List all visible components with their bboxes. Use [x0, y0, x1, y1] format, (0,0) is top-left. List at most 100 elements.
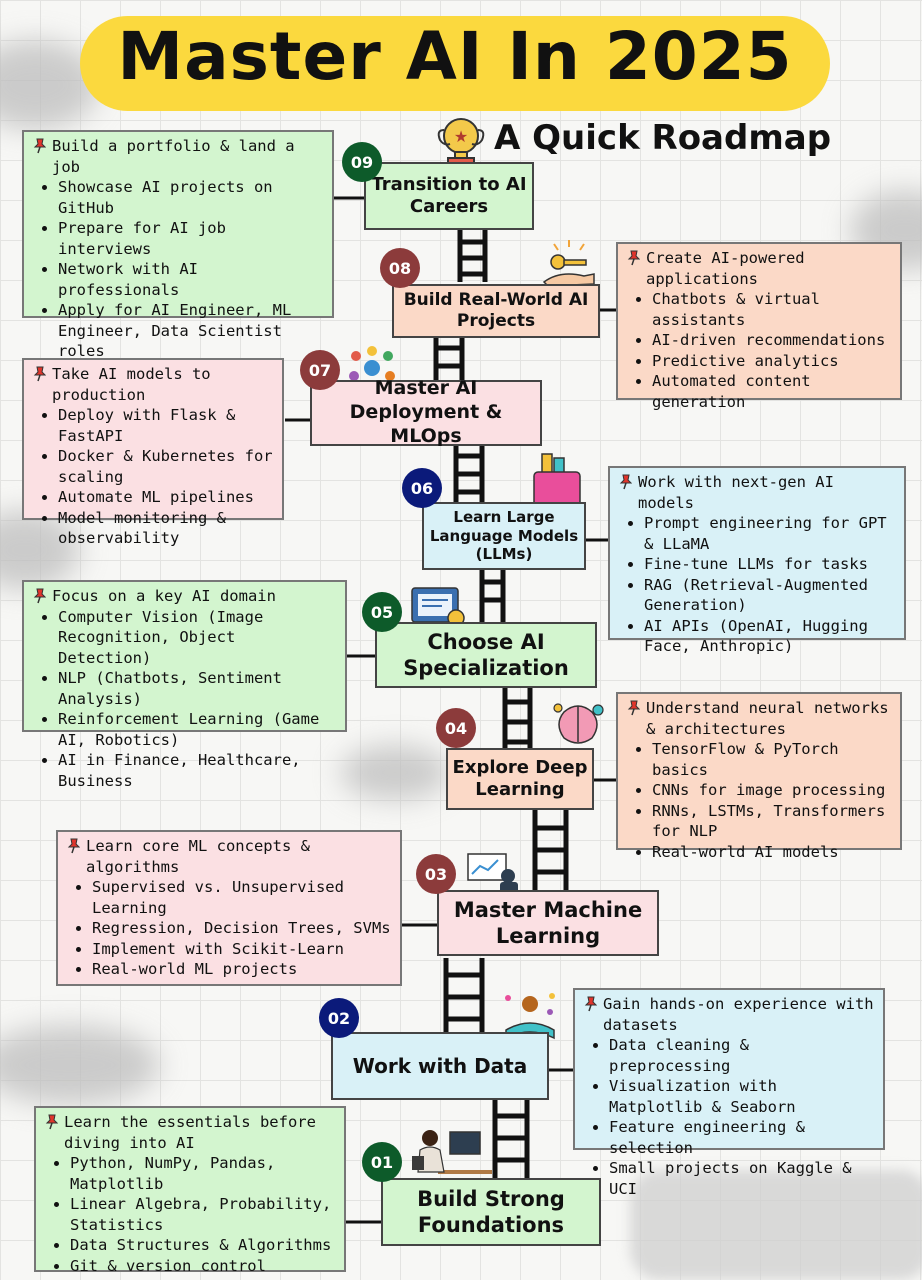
details-list-item: Automated content generation	[652, 371, 892, 412]
details-heading: Focus on a key AI domain	[32, 586, 337, 607]
step-04-explore-deep-learning: Explore Deep Learning	[446, 748, 594, 810]
details-list: Data cleaning & preprocessingVisualizati…	[583, 1035, 875, 1199]
step-number-badge: 05	[362, 592, 402, 632]
details-list-item: CNNs for image processing	[652, 780, 892, 801]
step-05-choose-ai-specialization: Choose AI Specialization	[375, 622, 597, 688]
details-heading-text: Understand neural networks & architectur…	[646, 699, 889, 738]
details-heading-text: Build a portfolio & land a job	[52, 137, 295, 176]
details-list-item: Showcase AI projects on GitHub	[58, 177, 324, 218]
step-09-details: Build a portfolio & land a jobShowcase A…	[22, 130, 334, 360]
step-08-build-real-world-ai-projects: Build Real-World AI Projects	[392, 284, 600, 338]
details-list-item: Model monitoring & observability	[58, 508, 274, 549]
step-01-details: Learn the essentials before diving into …	[34, 1106, 346, 1275]
details-heading-text: Learn the essentials before diving into …	[64, 1113, 316, 1152]
step-title: Explore Deep Learning	[452, 756, 588, 801]
details-list-item: TensorFlow & PyTorch basics	[652, 739, 892, 780]
details-heading: Understand neural networks & architectur…	[626, 698, 892, 739]
step-09-transition-to-ai-careers: Transition to AI Careers	[364, 162, 534, 230]
details-list: TensorFlow & PyTorch basicsCNNs for imag…	[626, 739, 892, 862]
step-05-details: Focus on a key AI domainComputer Vision …	[22, 580, 347, 790]
details-list-item: AI APIs (OpenAI, Hugging Face, Anthropic…	[644, 616, 896, 657]
step-number-badge: 01	[362, 1142, 402, 1182]
step-03-master-machine-learning: Master Machine Learning	[437, 890, 659, 956]
details-heading: Work with next-gen AI models	[618, 472, 896, 513]
details-list: Showcase AI projects on GitHubPrepare fo…	[32, 177, 324, 362]
pushpin-icon	[626, 700, 641, 716]
details-list-item: Docker & Kubernetes for scaling	[58, 446, 274, 487]
step-title: Master Machine Learning	[453, 897, 643, 948]
details-heading: Gain hands-on experience with datasets	[583, 994, 875, 1035]
step-title: Master AI Deployment & MLOps	[349, 377, 503, 447]
pushpin-icon	[583, 996, 598, 1012]
pushpin-icon	[32, 138, 47, 154]
details-list-item: Feature engineering & selection	[609, 1117, 875, 1158]
details-heading-text: Gain hands-on experience with datasets	[603, 995, 874, 1034]
details-list-item: Predictive analytics	[652, 351, 892, 372]
step-title: Build Strong Foundations	[417, 1186, 565, 1237]
details-list-item: Deploy with Flask & FastAPI	[58, 405, 274, 446]
step-number-badge: 02	[319, 998, 359, 1038]
details-list-item: AI in Finance, Healthcare, Business	[58, 750, 337, 791]
step-01-build-strong-foundations: Build Strong Foundations	[381, 1178, 601, 1246]
step-07-master-ai-deployment-mlops: Master AI Deployment & MLOps	[310, 377, 542, 447]
details-list-item: Apply for AI Engineer, ML Engineer, Data…	[58, 300, 324, 362]
details-list: Computer Vision (Image Recognition, Obje…	[32, 607, 337, 792]
step-06-details: Work with next-gen AI modelsPrompt engin…	[608, 466, 906, 655]
step-title: Learn Large Language Models (LLMs)	[429, 507, 579, 564]
step-title: Transition to AI Careers	[371, 173, 527, 218]
details-heading-text: Create AI-powered applications	[646, 249, 805, 288]
step-04-details: Understand neural networks & architectur…	[616, 692, 902, 861]
step-02-work-with-data: Work with Data	[331, 1032, 549, 1100]
details-list: Python, NumPy, Pandas, MatplotlibLinear …	[44, 1153, 336, 1276]
step-06-learn-large-language-models-llms: Learn Large Language Models (LLMs)	[422, 502, 586, 570]
details-heading-text: Learn core ML concepts & algorithms	[86, 837, 310, 876]
brain-gears-icon	[553, 703, 604, 744]
details-heading: Build a portfolio & land a job	[32, 136, 324, 177]
pushpin-icon	[32, 588, 47, 604]
step-number-badge: 04	[436, 708, 476, 748]
details-list-item: NLP (Chatbots, Sentiment Analysis)	[58, 668, 337, 709]
step-number-badge: 08	[380, 248, 420, 288]
details-list-item: Fine-tune LLMs for tasks	[644, 554, 896, 575]
page-title: Master AI In 2025	[117, 18, 793, 95]
pushpin-icon	[626, 250, 641, 266]
details-list-item: Real-world ML projects	[92, 959, 392, 980]
details-heading-text: Work with next-gen AI models	[638, 473, 834, 512]
step-07-details: Take AI models to productionDeploy with …	[22, 358, 284, 547]
details-list: Deploy with Flask & FastAPIDocker & Kube…	[32, 405, 274, 549]
details-list-item: Git & version control	[70, 1256, 336, 1277]
step-08-details: Create AI-powered applicationsChatbots &…	[616, 242, 902, 411]
details-list-item: Data cleaning & preprocessing	[609, 1035, 875, 1076]
svg-text:★: ★	[454, 127, 468, 146]
step-number-badge: 03	[416, 854, 456, 894]
details-list-item: Python, NumPy, Pandas, Matplotlib	[70, 1153, 336, 1194]
details-heading: Learn the essentials before diving into …	[44, 1112, 336, 1153]
title-highlight	[80, 16, 830, 111]
coding-person-icon	[412, 1130, 492, 1174]
page-subtitle: A Quick Roadmap	[494, 118, 832, 158]
pushpin-icon	[66, 838, 81, 854]
pushpin-icon	[44, 1114, 59, 1130]
step-title: Work with Data	[352, 1053, 528, 1078]
details-list-item: Implement with Scikit-Learn	[92, 939, 392, 960]
details-list-item: Prompt engineering for GPT & LLaMA	[644, 513, 896, 554]
step-title: Choose AI Specialization	[403, 629, 569, 680]
step-number-badge: 09	[342, 142, 382, 182]
details-list-item: RAG (Retrieval-Augmented Generation)	[644, 575, 896, 616]
details-heading: Create AI-powered applications	[626, 248, 892, 289]
background-smudge	[340, 745, 450, 800]
details-list-item: Data Structures & Algorithms	[70, 1235, 336, 1256]
pushpin-icon	[32, 366, 47, 382]
details-list-item: Network with AI professionals	[58, 259, 324, 300]
details-list-item: Visualization with Matplotlib & Seaborn	[609, 1076, 875, 1117]
background-smudge	[0, 1025, 160, 1105]
background-smudge	[630, 1170, 922, 1280]
step-02-details: Gain hands-on experience with datasetsDa…	[573, 988, 885, 1198]
details-list-item: Chatbots & virtual assistants	[652, 289, 892, 330]
step-03-details: Learn core ML concepts & algorithmsSuper…	[56, 830, 402, 986]
details-list-item: AI-driven recommendations	[652, 330, 892, 351]
details-list-item: Reinforcement Learning (Game AI, Robotic…	[58, 709, 337, 750]
pushpin-icon	[618, 474, 633, 490]
step-number-badge: 07	[300, 350, 340, 390]
